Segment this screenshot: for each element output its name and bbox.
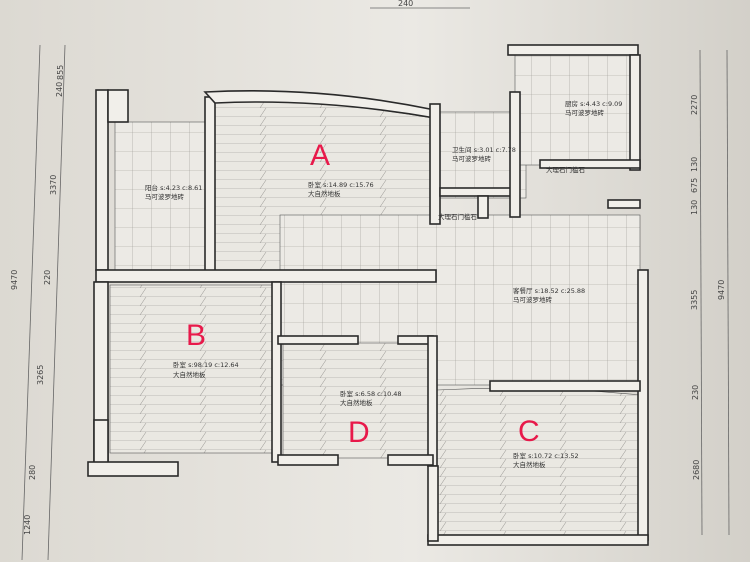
dim-label: 230 [691, 385, 700, 400]
threshold-label-2: 大理石门槛石 [438, 212, 478, 221]
dim-label: 3265 [36, 365, 45, 385]
dim-label: 3355 [690, 290, 699, 310]
dim-label: 2270 [690, 95, 699, 115]
bathroom-label: 卫生间 s:3.01 c:7.78 [452, 145, 516, 154]
dim-label: 240 [55, 82, 64, 97]
bedroom-d-letter: D [348, 416, 370, 449]
bedroom-b-floor: 大自然地板 [173, 370, 206, 379]
bedroom-d-label: 卧室 s:6.58 c:10.48 [340, 389, 402, 398]
bedroom-c-label: 卧室 s:10.72 c:13.52 [513, 451, 579, 460]
dim-label: 2680 [692, 460, 701, 480]
bedroom-c-floor: 大自然地板 [513, 460, 546, 469]
right-outer-dim: 9470 [717, 280, 726, 300]
left-outer-dim: 9470 [10, 270, 19, 290]
kitchen-floor: 马可波罗地砖 [565, 108, 605, 117]
balcony-floor: 马可波罗地砖 [145, 192, 185, 201]
bedroom-b-area [109, 284, 279, 454]
bedroom-a-floor: 大自然地板 [308, 189, 341, 198]
balcony-area [114, 121, 208, 273]
bedroom-d-floor: 大自然地板 [340, 398, 373, 407]
dim-label: 130 [690, 200, 699, 215]
bathroom-floor: 马可波罗地砖 [452, 154, 492, 163]
bedroom-b-label: 卧室 s:98.19 c:12.64 [173, 360, 239, 369]
balcony-label: 阳台 s:4.23 c:8.61 [145, 183, 202, 192]
bedroom-a-letter: A [310, 139, 330, 172]
dim-label: 220 [43, 270, 52, 285]
dim-label: 130 [690, 157, 699, 172]
living-label: 客餐厅 s:18.52 c:25.88 [513, 286, 585, 295]
bedroom-c-letter: C [518, 415, 540, 448]
threshold-label-1: 大理石门槛石 [546, 165, 586, 174]
bedroom-b-letter: B [186, 319, 206, 352]
left-dimensions: 9470 855 240 3370 220 3265 280 1240 [10, 44, 66, 561]
right-dimensions: 2270 130 675 130 3355 230 2680 9470 [690, 49, 730, 536]
bedroom-d-area [282, 342, 432, 459]
dim-label: 855 [56, 65, 65, 80]
bedroom-a-label: 卧室 s:14.89 c:15.76 [308, 180, 374, 189]
dim-label: 675 [690, 178, 699, 193]
kitchen-label: 厨房 s:4.43 c:9.09 [565, 99, 622, 108]
dim-label: 1240 [23, 515, 32, 535]
walls [87, 44, 649, 546]
dim-label: 280 [28, 465, 37, 480]
dim-label: 3370 [49, 175, 58, 195]
top-dim: 240 [398, 0, 413, 8]
living-floor: 马可波罗地砖 [513, 295, 553, 304]
